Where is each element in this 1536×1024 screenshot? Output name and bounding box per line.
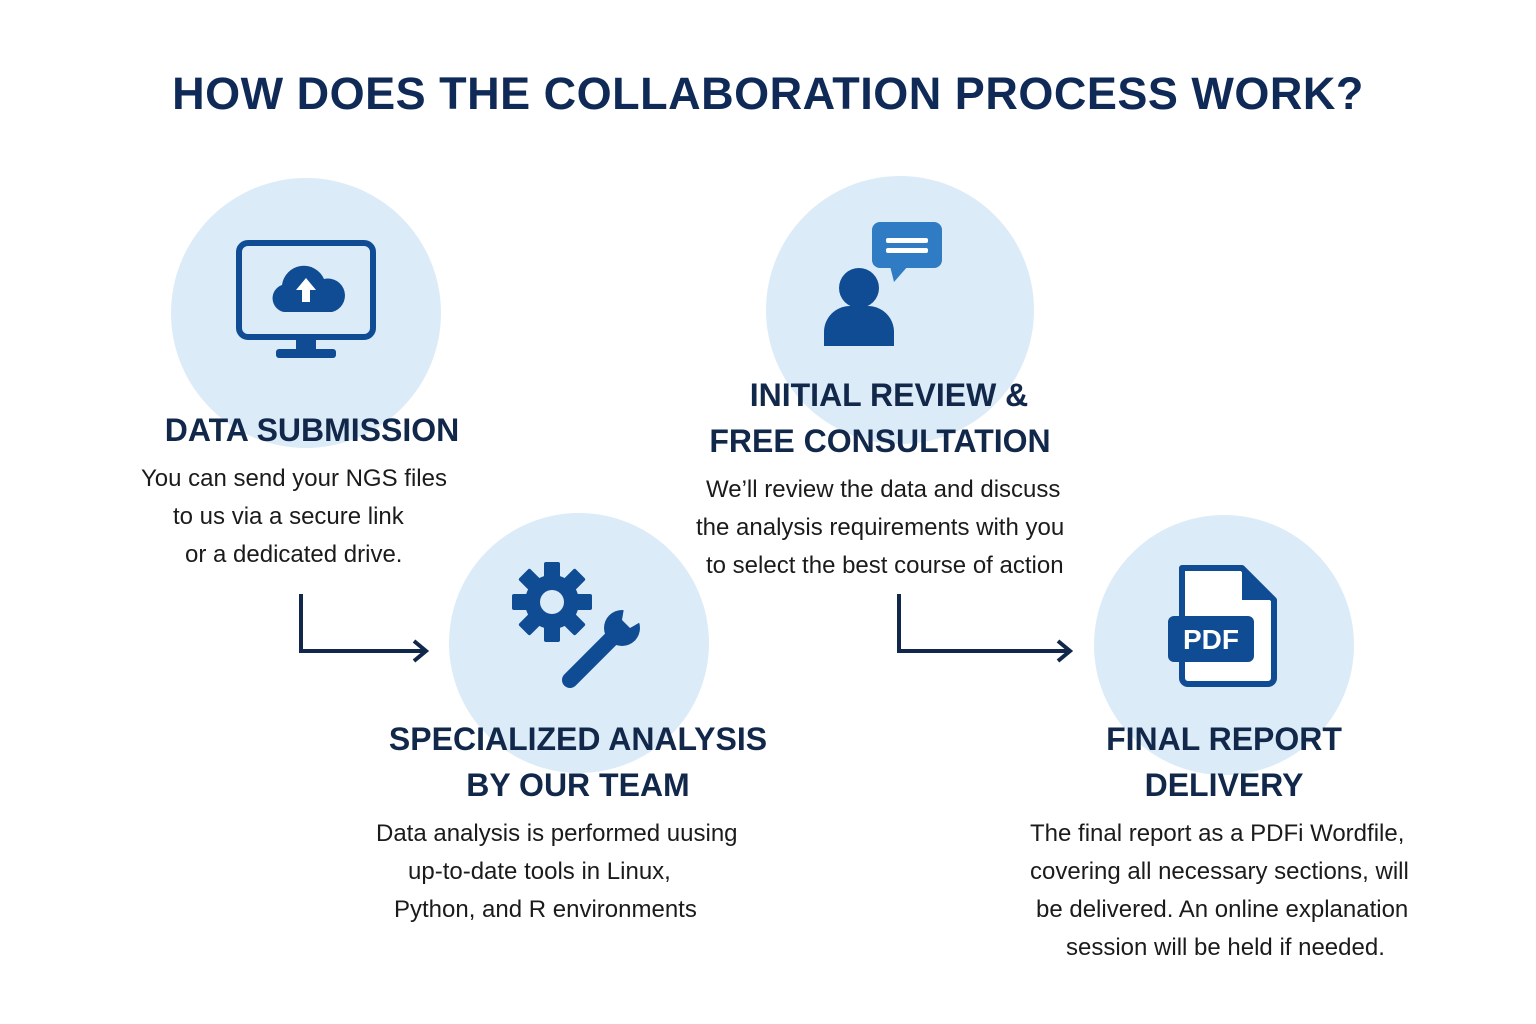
step-1-description: You can send your NGS files to us via a …: [141, 465, 447, 568]
pdf-label: PDF: [1183, 624, 1239, 655]
monitor-cloud-upload-icon: [236, 240, 376, 358]
step-2-description: We’ll review the data and discuss the an…: [696, 476, 1065, 579]
step-3-title: SPECIALIZED ANALYSIS BY OUR TEAM: [388, 721, 768, 803]
step-2-circle: [766, 176, 1034, 444]
arrow-step-1-to-2: [299, 594, 430, 663]
page-title: HOW DOES THE COLLABORATION PROCESS WORK?: [172, 68, 1364, 119]
gear-wrench-icon: [512, 562, 644, 688]
step-1-circle: [171, 178, 441, 448]
step-3-circle: [449, 513, 709, 773]
step-4-title: FINAL REPORT DELIVERY: [1106, 721, 1342, 803]
step-1-title: DATA SUBMISSION: [164, 412, 460, 448]
pdf-document-icon: PDF: [1168, 565, 1277, 687]
step-3-description: Data analysis is performed uusing up-to-…: [376, 820, 738, 923]
person-chat-icon: [824, 222, 942, 346]
arrow-step-2-to-4: [897, 594, 1074, 663]
step-2-title: INITIAL REVIEW & FREE CONSULTATION: [709, 377, 1051, 459]
step-4-description: The final report as a PDFi Wordfile, cov…: [1030, 820, 1409, 961]
